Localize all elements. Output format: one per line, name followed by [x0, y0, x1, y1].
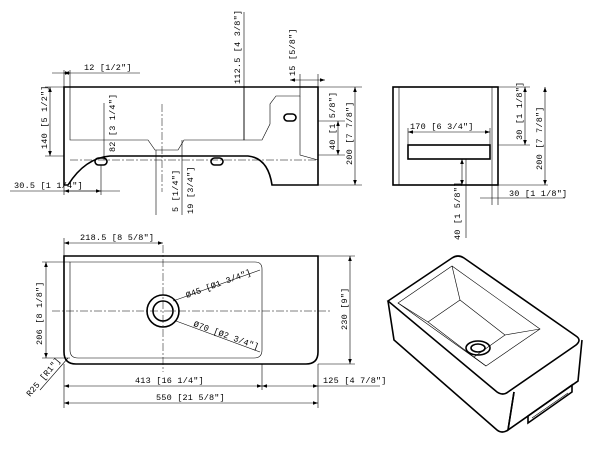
front-view: 12 [1/2"] 140 [5 1/2"] 112.5 [4 3/8"] 15… — [10, 10, 362, 215]
dim-slot-offset: 30 [1 1/8"] — [509, 189, 567, 199]
dim-inner-depth: 206 [8 1/8"] — [35, 281, 45, 345]
dim-overall-height: 140 [5 1/2"] — [40, 85, 50, 149]
dim-bowl-width: 218.5 [8 5/8"] — [80, 233, 154, 243]
dim-slot-height: 40 [1 5/8"] — [453, 182, 463, 240]
dim-outer-depth: 230 [9"] — [340, 288, 350, 330]
isometric-view — [386, 255, 583, 433]
dim-corner-radius: R25 [R1"] — [25, 356, 63, 399]
plan-view-outline — [63, 255, 319, 365]
dim-drain-width: 19 [3/4"] — [186, 166, 196, 214]
front-tap-hole — [283, 113, 297, 122]
plan-drain-outer — [146, 294, 180, 328]
dim-bowl-depth: 112.5 [4 3/8"] — [233, 10, 243, 84]
dim-rim-width: 12 [1/2"] — [84, 63, 132, 73]
dim-side-total-height: 200 [7 7/8"] — [535, 106, 545, 170]
iso-front-face — [387, 300, 515, 433]
front-right-hole — [210, 157, 224, 166]
dim-hole-height: 40 [1 5/8"] — [328, 92, 338, 150]
dim-ledge-width: 15 [5/8"] — [288, 28, 298, 76]
side-slot — [407, 144, 491, 160]
side-view: 170 [6 3/4"] 30 [1 1/8"] 200 [7 7/8"] 40… — [392, 82, 567, 240]
plan-view: 218.5 [8 5/8"] 230 [9"] 206 [8 1/8"] Ø45… — [25, 233, 387, 408]
plan-drain-inner — [152, 300, 174, 322]
dim-overall-length: 550 [21 5/8"] — [156, 393, 225, 403]
front-bowl-wall — [243, 87, 301, 141]
iso-side-slot — [527, 383, 573, 425]
dim-outer-diameter: Ø70 [Ø2 3/4"] — [192, 319, 260, 352]
dim-total-height: 200 [7 7/8"] — [345, 101, 355, 165]
iso-bowl-rim — [397, 265, 541, 367]
dim-hole-offset: 30.5 [1 1/4"] — [14, 181, 83, 191]
dim-slot-width: 170 [6 3/4"] — [410, 122, 474, 132]
front-deck-rise — [299, 96, 319, 161]
dim-drain-depth: 82 [3 1/4"] — [108, 94, 118, 152]
plan-bowl-outline — [69, 261, 263, 359]
dim-drain-diameter: Ø45 [Ø1 3/4"] — [185, 268, 253, 301]
front-view-outline — [63, 86, 319, 186]
front-left-hole — [94, 157, 108, 166]
dim-bowl-length: 413 [16 1/4"] — [135, 376, 204, 386]
dim-deck-length: 125 [4 7/8"] — [323, 376, 387, 386]
iso-drain-inner — [470, 343, 486, 353]
dim-drain-height: 5 [1/4"] — [171, 170, 181, 212]
side-view-outline — [392, 86, 499, 186]
iso-top-rim — [386, 255, 580, 395]
iso-drain-outer — [465, 340, 491, 356]
dim-top-height: 30 [1 1/8"] — [515, 82, 525, 140]
front-bowl-interior — [69, 87, 245, 151]
